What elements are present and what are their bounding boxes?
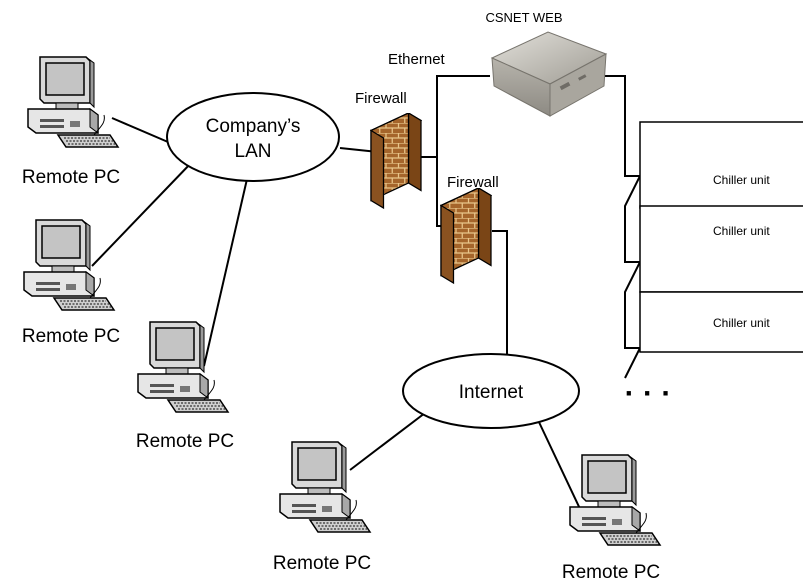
company-lan-label-2: LAN — [235, 141, 272, 162]
link-lan-pc-2 — [91, 161, 193, 267]
ethernet-bus — [420, 75, 490, 158]
remote-pc-label-4: Remote PC — [273, 553, 371, 574]
chiller-bus-top — [600, 75, 626, 122]
desktop-computer-icon — [569, 454, 661, 546]
remote-pc-4: Remote PC — [273, 441, 371, 574]
chiller-unit-1: Chiller unit — [639, 121, 803, 209]
firewall-label-2: Firewall — [447, 174, 499, 191]
remote-pc-5: Remote PC — [562, 454, 661, 583]
desktop-computer-icon — [27, 56, 119, 148]
firewall-internet: Firewall — [440, 174, 499, 284]
chiller-unit-3: Chiller unit — [639, 291, 803, 353]
remote-pc-label-5: Remote PC — [562, 562, 660, 581]
company-lan-label: Company’s — [206, 116, 301, 137]
link-lan-pc-1 — [111, 117, 169, 143]
csnet-web-server: CSNET WEB — [485, 10, 608, 117]
firewall-lan: Firewall — [355, 90, 422, 209]
link-firewall-internet — [492, 230, 508, 357]
remote-pc-3: Remote PC — [136, 321, 234, 452]
ethernet-label: Ethernet — [388, 51, 446, 68]
csnet-web-label: CSNET WEB — [485, 10, 562, 25]
brick-wall-icon — [370, 113, 422, 209]
remote-pc-2: Remote PC — [22, 219, 120, 347]
remote-pc-label-2: Remote PC — [22, 326, 120, 347]
internet-node: Internet — [402, 353, 580, 429]
remote-pc-label-3: Remote PC — [136, 431, 234, 452]
remote-pc-1: Remote PC — [22, 56, 120, 188]
company-lan-node: Company’s LAN — [166, 92, 340, 182]
continuation-ellipsis: · · · — [625, 377, 672, 410]
desktop-computer-icon — [279, 441, 371, 533]
desktop-computer-icon — [23, 219, 115, 311]
remote-pc-label-1: Remote PC — [22, 167, 120, 188]
internet-label: Internet — [459, 382, 524, 403]
chiller-unit-2: Chiller unit — [639, 205, 803, 293]
brick-wall-icon — [440, 188, 492, 284]
chiller-unit-label-3: Chiller unit — [713, 316, 770, 330]
csnet-web-box-icon — [490, 31, 608, 117]
firewall-label-1: Firewall — [355, 90, 407, 107]
link-lan-pc-3 — [203, 165, 251, 367]
chiller-unit-label-2: Chiller unit — [713, 224, 770, 238]
chiller-bus — [624, 122, 642, 379]
desktop-computer-icon — [137, 321, 229, 413]
chiller-unit-label-1: Chiller unit — [713, 173, 770, 187]
link-internet-pc-4 — [349, 412, 426, 471]
